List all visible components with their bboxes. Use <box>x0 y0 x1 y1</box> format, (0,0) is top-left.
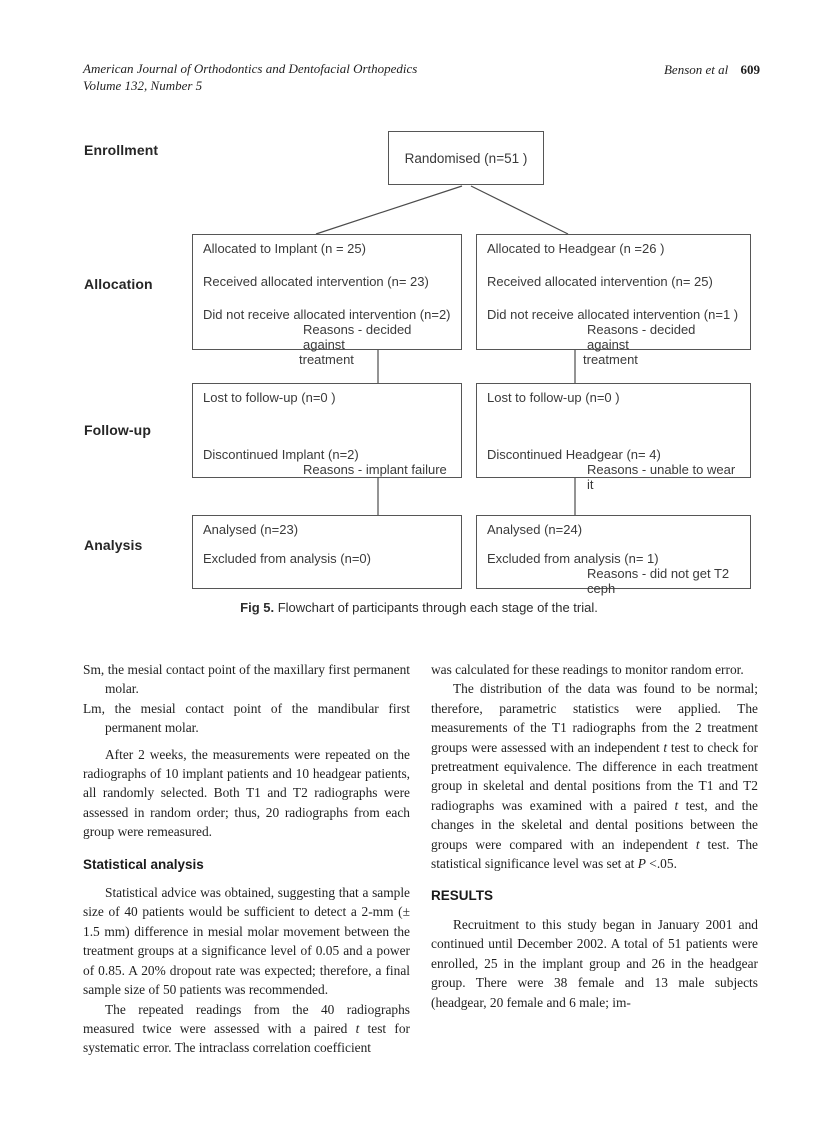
alloc-implant-reason-2: treatment <box>299 352 354 367</box>
analysis-headgear-excluded: Excluded from analysis (n= 1) <box>487 551 659 566</box>
alloc-implant-title: Allocated to Implant (n = 25) <box>203 241 366 256</box>
stage-label-followup: Follow-up <box>84 422 151 438</box>
body-column-left: Sm, the mesial contact point of the maxi… <box>83 660 410 1058</box>
definition-lm: Lm, the mesial contact point of the mand… <box>83 700 410 736</box>
randomised-box: Randomised (n=51 ) <box>388 131 544 185</box>
alloc-implant-received: Received allocated intervention (n= 23) <box>203 274 429 289</box>
alloc-implant-not-received: Did not receive allocated intervention (… <box>203 307 451 322</box>
figure-caption-label: Fig 5. <box>240 600 275 615</box>
journal-volume: Volume 132, Number 5 <box>83 78 203 93</box>
analysis-headgear-analysed: Analysed (n=24) <box>487 522 583 537</box>
running-head-right: Benson et al 609 <box>664 60 760 78</box>
definition-sm: Sm, the mesial contact point of the maxi… <box>83 662 410 697</box>
alloc-headgear-reason-2: treatment <box>583 352 638 367</box>
followup-implant-box: Lost to follow-up (n=0 ) Discontinued Im… <box>192 383 462 478</box>
followup-implant-lost: Lost to follow-up (n=0 ) <box>203 390 336 405</box>
analysis-implant-analysed: Analysed (n=23) <box>203 522 299 537</box>
allocation-implant-box: Allocated to Implant (n = 25) Received a… <box>192 234 462 367</box>
analysis-implant-excluded: Excluded from analysis (n=0) <box>203 551 371 566</box>
followup-headgear-reason: Reasons - unable to wear it <box>587 462 736 492</box>
paragraph-recruitment: Recruitment to this study began in Janua… <box>431 916 758 1010</box>
paragraph-sample-size: Statistical advice was obtained, suggest… <box>83 885 410 998</box>
stage-label-allocation: Allocation <box>84 276 153 292</box>
analysis-implant-box: Analysed (n=23) Excluded from analysis (… <box>192 515 462 589</box>
alloc-headgear-not-received: Did not receive allocated intervention (… <box>487 307 739 322</box>
allocation-headgear-box: Allocated to Headgear (n =26 ) Received … <box>476 234 751 367</box>
section-heading-results: RESULTS <box>431 888 494 904</box>
analysis-headgear-box: Analysed (n=24) Excluded from analysis (… <box>476 515 751 596</box>
analysis-headgear-reason: Reasons - did not get T2 ceph <box>587 566 730 596</box>
authors: Benson et al <box>663 62 729 77</box>
consort-flowchart: Enrollment Allocation Follow-up Analysis… <box>0 128 838 628</box>
alloc-headgear-title: Allocated to Headgear (n =26 ) <box>487 241 665 256</box>
followup-headgear-discontinued: Discontinued Headgear (n= 4) <box>487 447 661 462</box>
section-heading-statistical-analysis: Statistical analysis <box>83 856 204 872</box>
body-text: Sm, the mesial contact point of the maxi… <box>83 660 758 1058</box>
figure-caption-text: Flowchart of participants through each s… <box>274 600 598 615</box>
figure-caption: Fig 5. Flowchart of participants through… <box>0 600 838 615</box>
page-number: 609 <box>740 62 761 77</box>
journal-identification: American Journal of Orthodontics and Den… <box>83 60 417 94</box>
alloc-headgear-reason-1: Reasons - decided against <box>587 322 696 352</box>
followup-implant-reason: Reasons - implant failure <box>303 462 447 477</box>
stage-label-analysis: Analysis <box>84 537 143 553</box>
stage-label-enrollment: Enrollment <box>84 142 159 158</box>
randomised-text: Randomised (n=51 ) <box>404 150 528 166</box>
paragraph-statistics: The distribution of the data was found t… <box>431 681 758 872</box>
followup-implant-discontinued: Discontinued Implant (n=2) <box>203 447 359 462</box>
flowchart-connector-lines <box>315 185 576 515</box>
paragraph-repeated-readings: The repeated readings from the 40 radiog… <box>83 1001 410 1056</box>
paragraph-measurements: After 2 weeks, the measurements were rep… <box>83 746 410 840</box>
running-head: American Journal of Orthodontics and Den… <box>83 60 760 94</box>
journal-title: American Journal of Orthodontics and Den… <box>83 61 418 76</box>
paragraph-random-error: was calculated for these readings to mon… <box>431 662 744 677</box>
body-column-right: was calculated for these readings to mon… <box>431 660 758 1058</box>
alloc-implant-reason-1: Reasons - decided against <box>303 322 412 352</box>
followup-headgear-lost: Lost to follow-up (n=0 ) <box>487 390 620 405</box>
followup-headgear-box: Lost to follow-up (n=0 ) Discontinued He… <box>476 383 751 492</box>
alloc-headgear-received: Received allocated intervention (n= 25) <box>487 274 713 289</box>
